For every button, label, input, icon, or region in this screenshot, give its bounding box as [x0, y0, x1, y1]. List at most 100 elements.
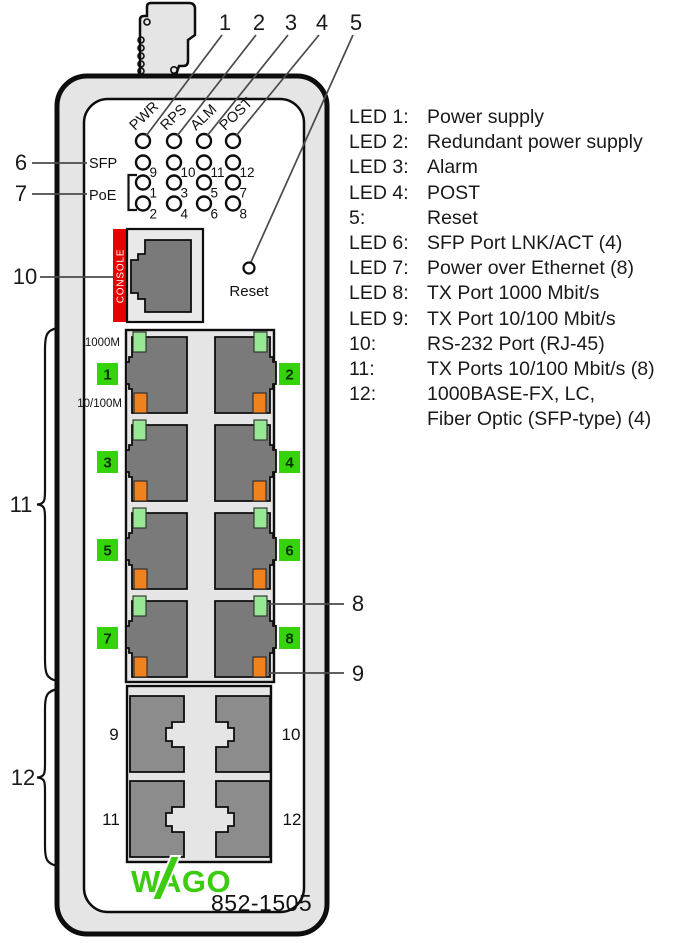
speed-1000m-label: 1000M [85, 337, 120, 349]
led-sfp [165, 154, 183, 171]
callout-5: 5 [350, 10, 362, 35]
callouts: 1 2 3 4 5 6 7 10 11 12 8 9 [10, 10, 364, 868]
led-num: 7 [240, 186, 248, 201]
port-badge [279, 539, 300, 561]
led-poe [224, 174, 242, 191]
callout-11: 11 [10, 492, 33, 517]
legend-row: 12:1000BASE-FX, LC, [349, 382, 697, 407]
legend-key: 10: [349, 332, 377, 355]
led-poe [134, 174, 152, 191]
legend-row: LED 3: Alarm [349, 155, 697, 180]
port-badge [97, 363, 118, 385]
led-post [224, 132, 242, 150]
callout-9: 9 [352, 661, 364, 686]
port-badge [97, 451, 118, 473]
legend-row: LED 9: TX Port 10/100 Mbit/s [349, 307, 697, 332]
legend-key: LED 7: [349, 257, 409, 280]
reset-button: Reset [229, 261, 269, 300]
legend-row: LED 4: POST [349, 181, 697, 206]
legend-key: LED 6: [349, 231, 409, 254]
led-num: 1 [150, 186, 158, 201]
led-poe [134, 195, 152, 212]
legend-desc: 1000BASE-FX, LC, [427, 383, 595, 406]
reset-label: Reset [229, 283, 269, 300]
legend-desc: Power over Ethernet (8) [427, 257, 635, 280]
port-number: 4 [285, 455, 294, 472]
console-port: CONSOLE [113, 227, 205, 324]
din-rail-clip [137, 1, 197, 80]
legend-key: 5: [349, 206, 366, 229]
legend-row: LED 6: SFP Port LNK/ACT (4) [349, 231, 697, 256]
brand-text: WAGO [131, 864, 231, 899]
led-num: 12 [240, 165, 255, 180]
led-poe [165, 195, 183, 212]
legend-row: 11:TX Ports 10/100 Mbit/s (8) [349, 357, 697, 382]
port-badge [97, 627, 118, 649]
port-number: 3 [103, 455, 111, 472]
legend-desc: TX Port 1000 Mbit/s [427, 282, 600, 305]
sfp-port-number: 10 [282, 725, 301, 744]
speed-10-100m-label: 10/100M [77, 398, 122, 410]
legend-desc: RS-232 Port (RJ-45) [427, 332, 605, 355]
callout-12: 12 [11, 765, 35, 790]
legend-desc: Redundant power supply [427, 131, 643, 154]
legend-key: LED 3: [349, 156, 409, 179]
poe-row-label: PoE [89, 188, 117, 204]
port-badge [279, 451, 300, 473]
callout-10: 10 [13, 264, 37, 289]
port-number: 8 [285, 631, 293, 648]
legend-key: LED 1: [349, 106, 409, 128]
port-number: 6 [285, 543, 293, 560]
led-num: 8 [240, 207, 248, 222]
led-num: 11 [211, 165, 225, 180]
port-badge [279, 627, 300, 649]
legend-desc: SFP Port LNK/ACT (4) [427, 231, 623, 254]
sfp-port-number: 12 [283, 810, 302, 829]
console-red-strip [113, 229, 127, 322]
led-sfp [195, 154, 213, 171]
legend-desc: TX Port 10/100 Mbit/s [427, 307, 616, 330]
legend-key: LED 8: [349, 282, 409, 305]
legend-key: LED 4: [349, 181, 409, 204]
led-poe [195, 195, 213, 212]
port-badge [279, 363, 300, 385]
legend-row: 5:Reset [349, 206, 697, 231]
port-number: 1 [103, 367, 111, 384]
sfp-row-label: SFP [89, 156, 117, 172]
legend-row: LED 2:Redundant power supply [349, 130, 697, 155]
console-label: CONSOLE [116, 249, 127, 304]
callout-6: 6 [15, 150, 27, 175]
port-number: 5 [103, 543, 111, 560]
led-sfp [134, 154, 152, 171]
led-rps [165, 132, 183, 150]
reset-hole [242, 261, 256, 275]
led-num: 9 [150, 165, 158, 180]
sfp-port-number: 11 [102, 810, 120, 829]
brace-12 [36, 687, 59, 868]
led-pwr [134, 132, 152, 150]
legend-key: LED 9: [349, 307, 409, 330]
callout-3: 3 [285, 10, 297, 35]
led-num: 4 [181, 207, 189, 222]
led-poe [224, 195, 242, 212]
console-rj45-jack [130, 239, 192, 313]
legend-desc: Alarm [427, 156, 478, 179]
led-poe [195, 174, 213, 191]
logo-slash [150, 855, 182, 901]
callout-2: 2 [253, 10, 265, 35]
sfp-port-block: 9 10 11 12 [102, 684, 302, 864]
model-number: 852-1505 [211, 890, 312, 916]
legend-desc: POST [427, 181, 481, 204]
led-num: 6 [211, 207, 219, 222]
led-alm [195, 132, 213, 150]
led-sfp [224, 154, 242, 171]
legend-row: LED 7: Power over Ethernet (8) [349, 256, 697, 281]
callout-1: 1 [219, 10, 231, 35]
legend-desc: Power supply [427, 106, 545, 128]
legend-row: 10: RS-232 Port (RJ-45) [349, 332, 697, 357]
legend-row: LED 1: Power supply [349, 105, 697, 130]
led-num: 3 [181, 186, 189, 201]
poe-bracket [127, 173, 137, 212]
led-poe [165, 174, 183, 191]
